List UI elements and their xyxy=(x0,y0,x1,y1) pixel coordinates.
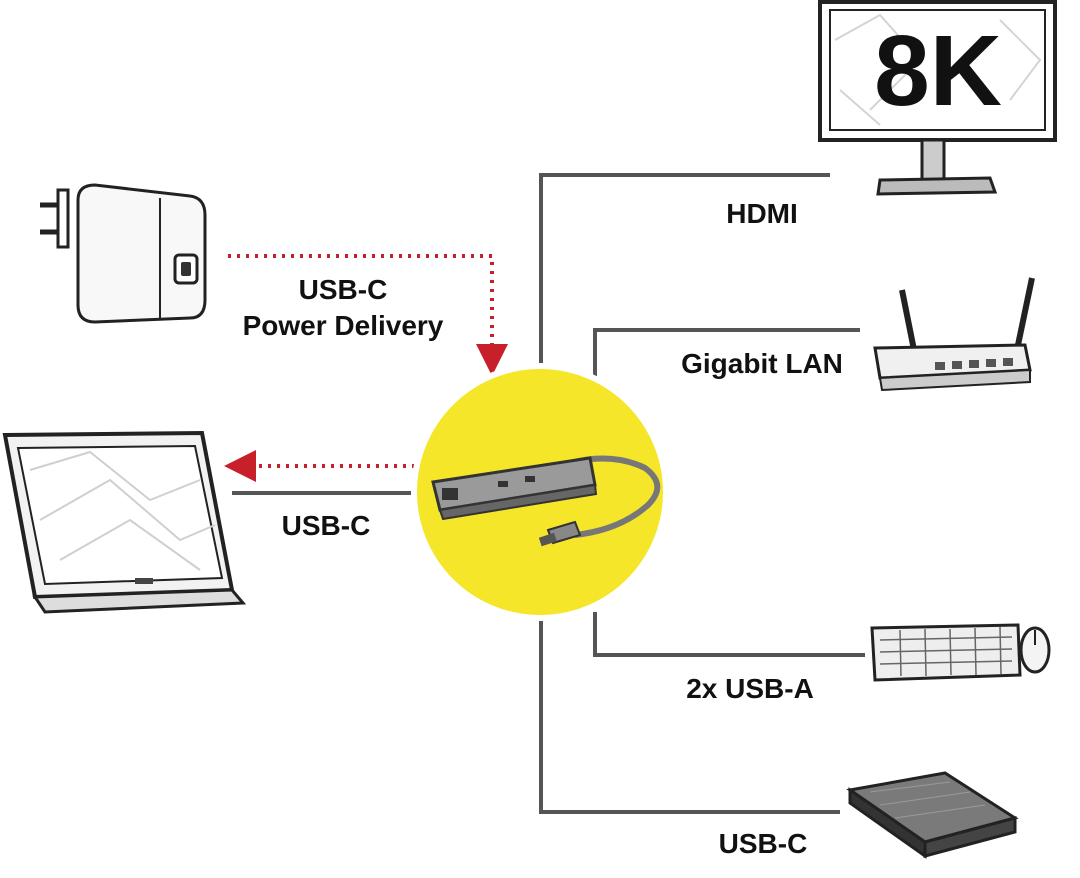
usb-c-hub-icon xyxy=(411,363,669,621)
hdmi-line xyxy=(539,173,830,365)
usb-a-label: 2x USB-A xyxy=(686,673,814,704)
usbc-out-line xyxy=(539,618,840,814)
laptop-connection-label: USB-C xyxy=(281,510,371,541)
keyboard-icon xyxy=(870,623,1022,682)
mouse-icon xyxy=(1019,626,1051,674)
usba-line xyxy=(593,612,865,657)
connector-lines xyxy=(232,173,865,814)
power-delivery-label-line2: Power Delivery xyxy=(242,310,444,341)
laptop-icon xyxy=(2,430,247,614)
power-adapter-icon xyxy=(40,183,207,324)
external-drive-icon xyxy=(846,771,1019,859)
monitor-icon: 8K xyxy=(818,0,1057,196)
router-icon xyxy=(873,277,1035,392)
monitor-resolution: 8K xyxy=(874,15,1002,127)
power-in-flow xyxy=(228,254,508,376)
hdmi-label: HDMI xyxy=(726,198,798,229)
lan-line xyxy=(593,328,860,380)
power-flow xyxy=(224,254,508,482)
usb-c-output-label: USB-C xyxy=(718,828,808,859)
gigabit-lan-label: Gigabit LAN xyxy=(681,348,843,379)
power-delivery-label-line1: USB-C xyxy=(298,274,388,305)
